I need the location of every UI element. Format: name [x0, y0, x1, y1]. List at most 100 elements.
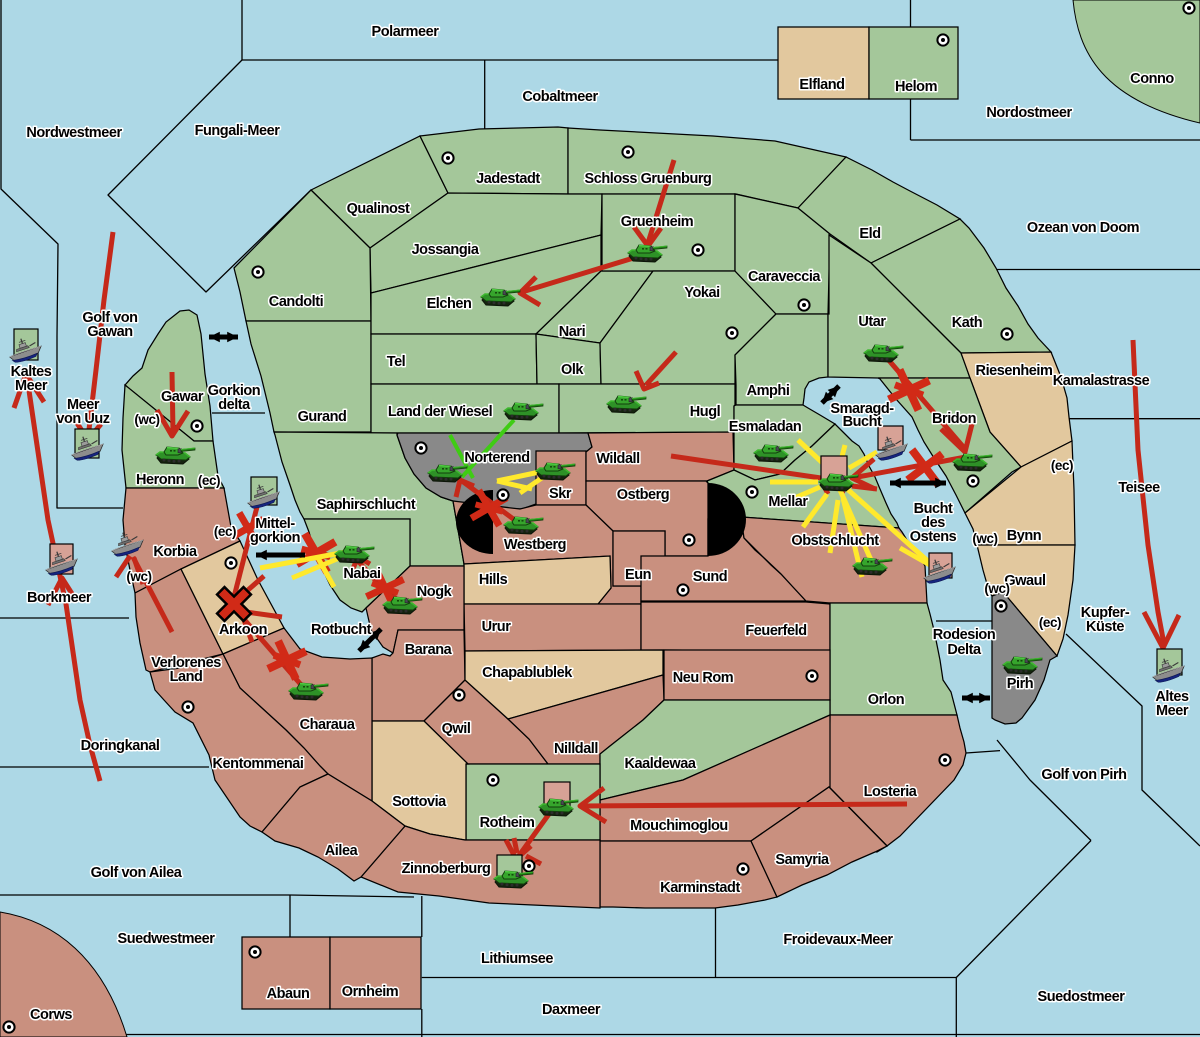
svg-text:Westberg: Westberg: [504, 537, 566, 553]
svg-text:Sund: Sund: [693, 569, 727, 585]
svg-text:Meer: Meer: [15, 378, 48, 394]
svg-text:(wc): (wc): [134, 412, 159, 427]
svg-text:Kentommenai: Kentommenai: [213, 756, 304, 772]
svg-text:Utar: Utar: [858, 314, 886, 330]
svg-text:Meer: Meer: [1156, 703, 1189, 719]
svg-text:Golf von: Golf von: [82, 310, 137, 326]
svg-text:Esmaladan: Esmaladan: [729, 419, 802, 435]
svg-text:Nari: Nari: [559, 324, 585, 340]
svg-text:Chapablublek: Chapablublek: [482, 665, 573, 681]
svg-text:Borkmeer: Borkmeer: [27, 590, 92, 606]
svg-text:Gruenheim: Gruenheim: [621, 214, 694, 230]
svg-text:(ec): (ec): [1051, 458, 1073, 473]
svg-text:Ostens: Ostens: [910, 529, 957, 545]
svg-text:gorkion: gorkion: [250, 530, 300, 546]
svg-text:Olk: Olk: [561, 362, 584, 378]
svg-text:Ornheim: Ornheim: [342, 984, 398, 1000]
svg-text:Kaltes: Kaltes: [11, 364, 52, 380]
svg-text:Qwil: Qwil: [442, 721, 471, 737]
svg-text:Mittel-: Mittel-: [255, 516, 295, 532]
svg-text:Wildall: Wildall: [596, 451, 639, 467]
svg-text:Suedostmeer: Suedostmeer: [1038, 989, 1126, 1005]
svg-text:Land: Land: [170, 669, 203, 685]
svg-text:(wc): (wc): [972, 531, 997, 546]
svg-text:Land der Wiesel: Land der Wiesel: [388, 404, 492, 420]
svg-text:Obstschlucht: Obstschlucht: [791, 533, 879, 549]
svg-text:Bynn: Bynn: [1007, 528, 1041, 544]
svg-text:Elfland: Elfland: [799, 77, 844, 93]
svg-text:Polarmeer: Polarmeer: [372, 24, 440, 40]
svg-text:Doringkanal: Doringkanal: [81, 738, 160, 754]
svg-text:Kamalastrasse: Kamalastrasse: [1053, 373, 1150, 389]
svg-text:Nabai: Nabai: [343, 566, 380, 582]
svg-text:Barana: Barana: [405, 642, 453, 658]
svg-text:(ec): (ec): [214, 524, 236, 539]
svg-text:von Uuz: von Uuz: [56, 411, 109, 427]
svg-text:(wc): (wc): [984, 581, 1009, 596]
svg-text:Jossangia: Jossangia: [412, 242, 480, 258]
svg-text:Neu Rom: Neu Rom: [673, 670, 734, 686]
svg-text:Golf von Ailea: Golf von Ailea: [91, 865, 183, 881]
svg-text:Orlon: Orlon: [868, 692, 904, 708]
svg-text:Skr: Skr: [549, 486, 572, 502]
svg-text:Charaua: Charaua: [300, 717, 356, 733]
svg-text:Arkoon: Arkoon: [219, 622, 267, 638]
svg-text:Froidevaux-Meer: Froidevaux-Meer: [783, 932, 893, 948]
svg-text:Rotbucht: Rotbucht: [311, 622, 372, 638]
svg-text:Karminstadt: Karminstadt: [660, 880, 740, 896]
svg-text:Altes: Altes: [1155, 689, 1189, 705]
svg-text:Nogk: Nogk: [417, 584, 453, 600]
svg-text:Riesenheim: Riesenheim: [976, 363, 1053, 379]
svg-text:Amphi: Amphi: [747, 383, 790, 399]
svg-text:Helom: Helom: [895, 79, 937, 95]
svg-text:Bucht: Bucht: [843, 414, 882, 430]
svg-text:Lithiumsee: Lithiumsee: [481, 951, 553, 967]
svg-text:Bridon: Bridon: [932, 411, 976, 427]
svg-text:des: des: [921, 515, 945, 531]
svg-text:Teisee: Teisee: [1118, 480, 1160, 496]
svg-text:Heronn: Heronn: [136, 472, 184, 488]
svg-text:Gawan: Gawan: [87, 324, 132, 340]
svg-text:Eun: Eun: [625, 567, 651, 583]
svg-text:Kupfer-: Kupfer-: [1081, 605, 1130, 621]
svg-text:Smaragd-: Smaragd-: [830, 401, 894, 417]
svg-text:Pirh: Pirh: [1007, 676, 1033, 692]
svg-text:Ozean von Doom: Ozean von Doom: [1027, 220, 1139, 236]
svg-text:Feuerfeld: Feuerfeld: [745, 623, 806, 639]
svg-text:Losteria: Losteria: [864, 784, 918, 800]
svg-text:Saphirschlucht: Saphirschlucht: [317, 497, 416, 513]
svg-text:Korbia: Korbia: [153, 544, 198, 560]
svg-text:Delta: Delta: [947, 642, 982, 658]
svg-text:Cobaltmeer: Cobaltmeer: [522, 89, 598, 105]
svg-text:Samyria: Samyria: [775, 852, 830, 868]
svg-text:Küste: Küste: [1086, 619, 1124, 635]
svg-text:Sottovia: Sottovia: [392, 794, 447, 810]
svg-text:Hills: Hills: [479, 572, 508, 588]
svg-text:Meer: Meer: [67, 397, 100, 413]
svg-text:Gurand: Gurand: [298, 409, 347, 425]
svg-text:Conno: Conno: [1130, 71, 1174, 87]
svg-text:Nilldall: Nilldall: [554, 741, 598, 757]
svg-text:Gwaul: Gwaul: [1004, 573, 1045, 589]
svg-text:Rodesion: Rodesion: [933, 627, 995, 643]
svg-text:Qualinost: Qualinost: [347, 201, 410, 217]
svg-text:Bucht: Bucht: [914, 501, 953, 517]
svg-text:Yokai: Yokai: [684, 285, 719, 301]
svg-text:Caraveccia: Caraveccia: [748, 269, 821, 285]
svg-text:(ec): (ec): [1039, 615, 1061, 630]
svg-text:Daxmeer: Daxmeer: [542, 1002, 601, 1018]
svg-text:Ostberg: Ostberg: [617, 487, 669, 503]
svg-text:Ailea: Ailea: [325, 843, 359, 859]
svg-text:Zinnoberburg: Zinnoberburg: [402, 861, 491, 877]
svg-text:Kath: Kath: [952, 315, 982, 331]
svg-text:Candolti: Candolti: [269, 294, 323, 310]
svg-text:Golf von Pirh: Golf von Pirh: [1041, 767, 1126, 783]
svg-text:Mellar: Mellar: [768, 494, 808, 510]
svg-text:delta: delta: [218, 397, 251, 413]
svg-text:Abaun: Abaun: [267, 986, 310, 1002]
svg-text:Nordostmeer: Nordostmeer: [986, 105, 1072, 121]
svg-text:Schloss Gruenburg: Schloss Gruenburg: [585, 171, 712, 187]
svg-text:Suedwestmeer: Suedwestmeer: [118, 931, 216, 947]
svg-text:Kaaldewaa: Kaaldewaa: [625, 756, 697, 772]
svg-text:(ec): (ec): [198, 473, 220, 488]
